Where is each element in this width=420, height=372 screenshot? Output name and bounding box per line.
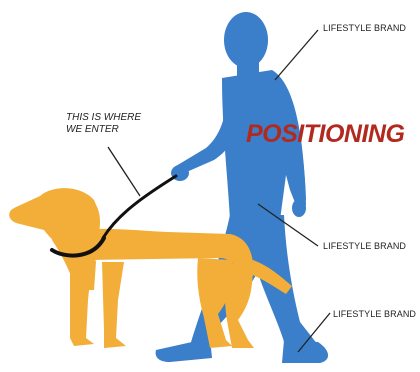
pointer-line-lifestyle-top [275, 30, 318, 80]
enter-label-line1: THIS IS WHERE [66, 112, 141, 124]
person-front-foot [156, 338, 212, 362]
lifestyle-brand-mid-label: LIFESTYLE BRAND [323, 241, 406, 251]
enter-label-line2: WE ENTER [66, 124, 119, 136]
pointer-line-enter [108, 147, 140, 196]
leash [103, 176, 176, 238]
person-back-hand [292, 199, 306, 217]
dog-front-leg-right [102, 262, 126, 348]
lifestyle-brand-top-label: LIFESTYLE BRAND [323, 23, 406, 33]
dog-back-leg-right [225, 262, 254, 348]
positioning-label: POSITIONING [246, 120, 404, 149]
dog-front-leg-left [70, 262, 94, 346]
lifestyle-brand-bottom-label: LIFESTYLE BRAND [333, 309, 416, 319]
